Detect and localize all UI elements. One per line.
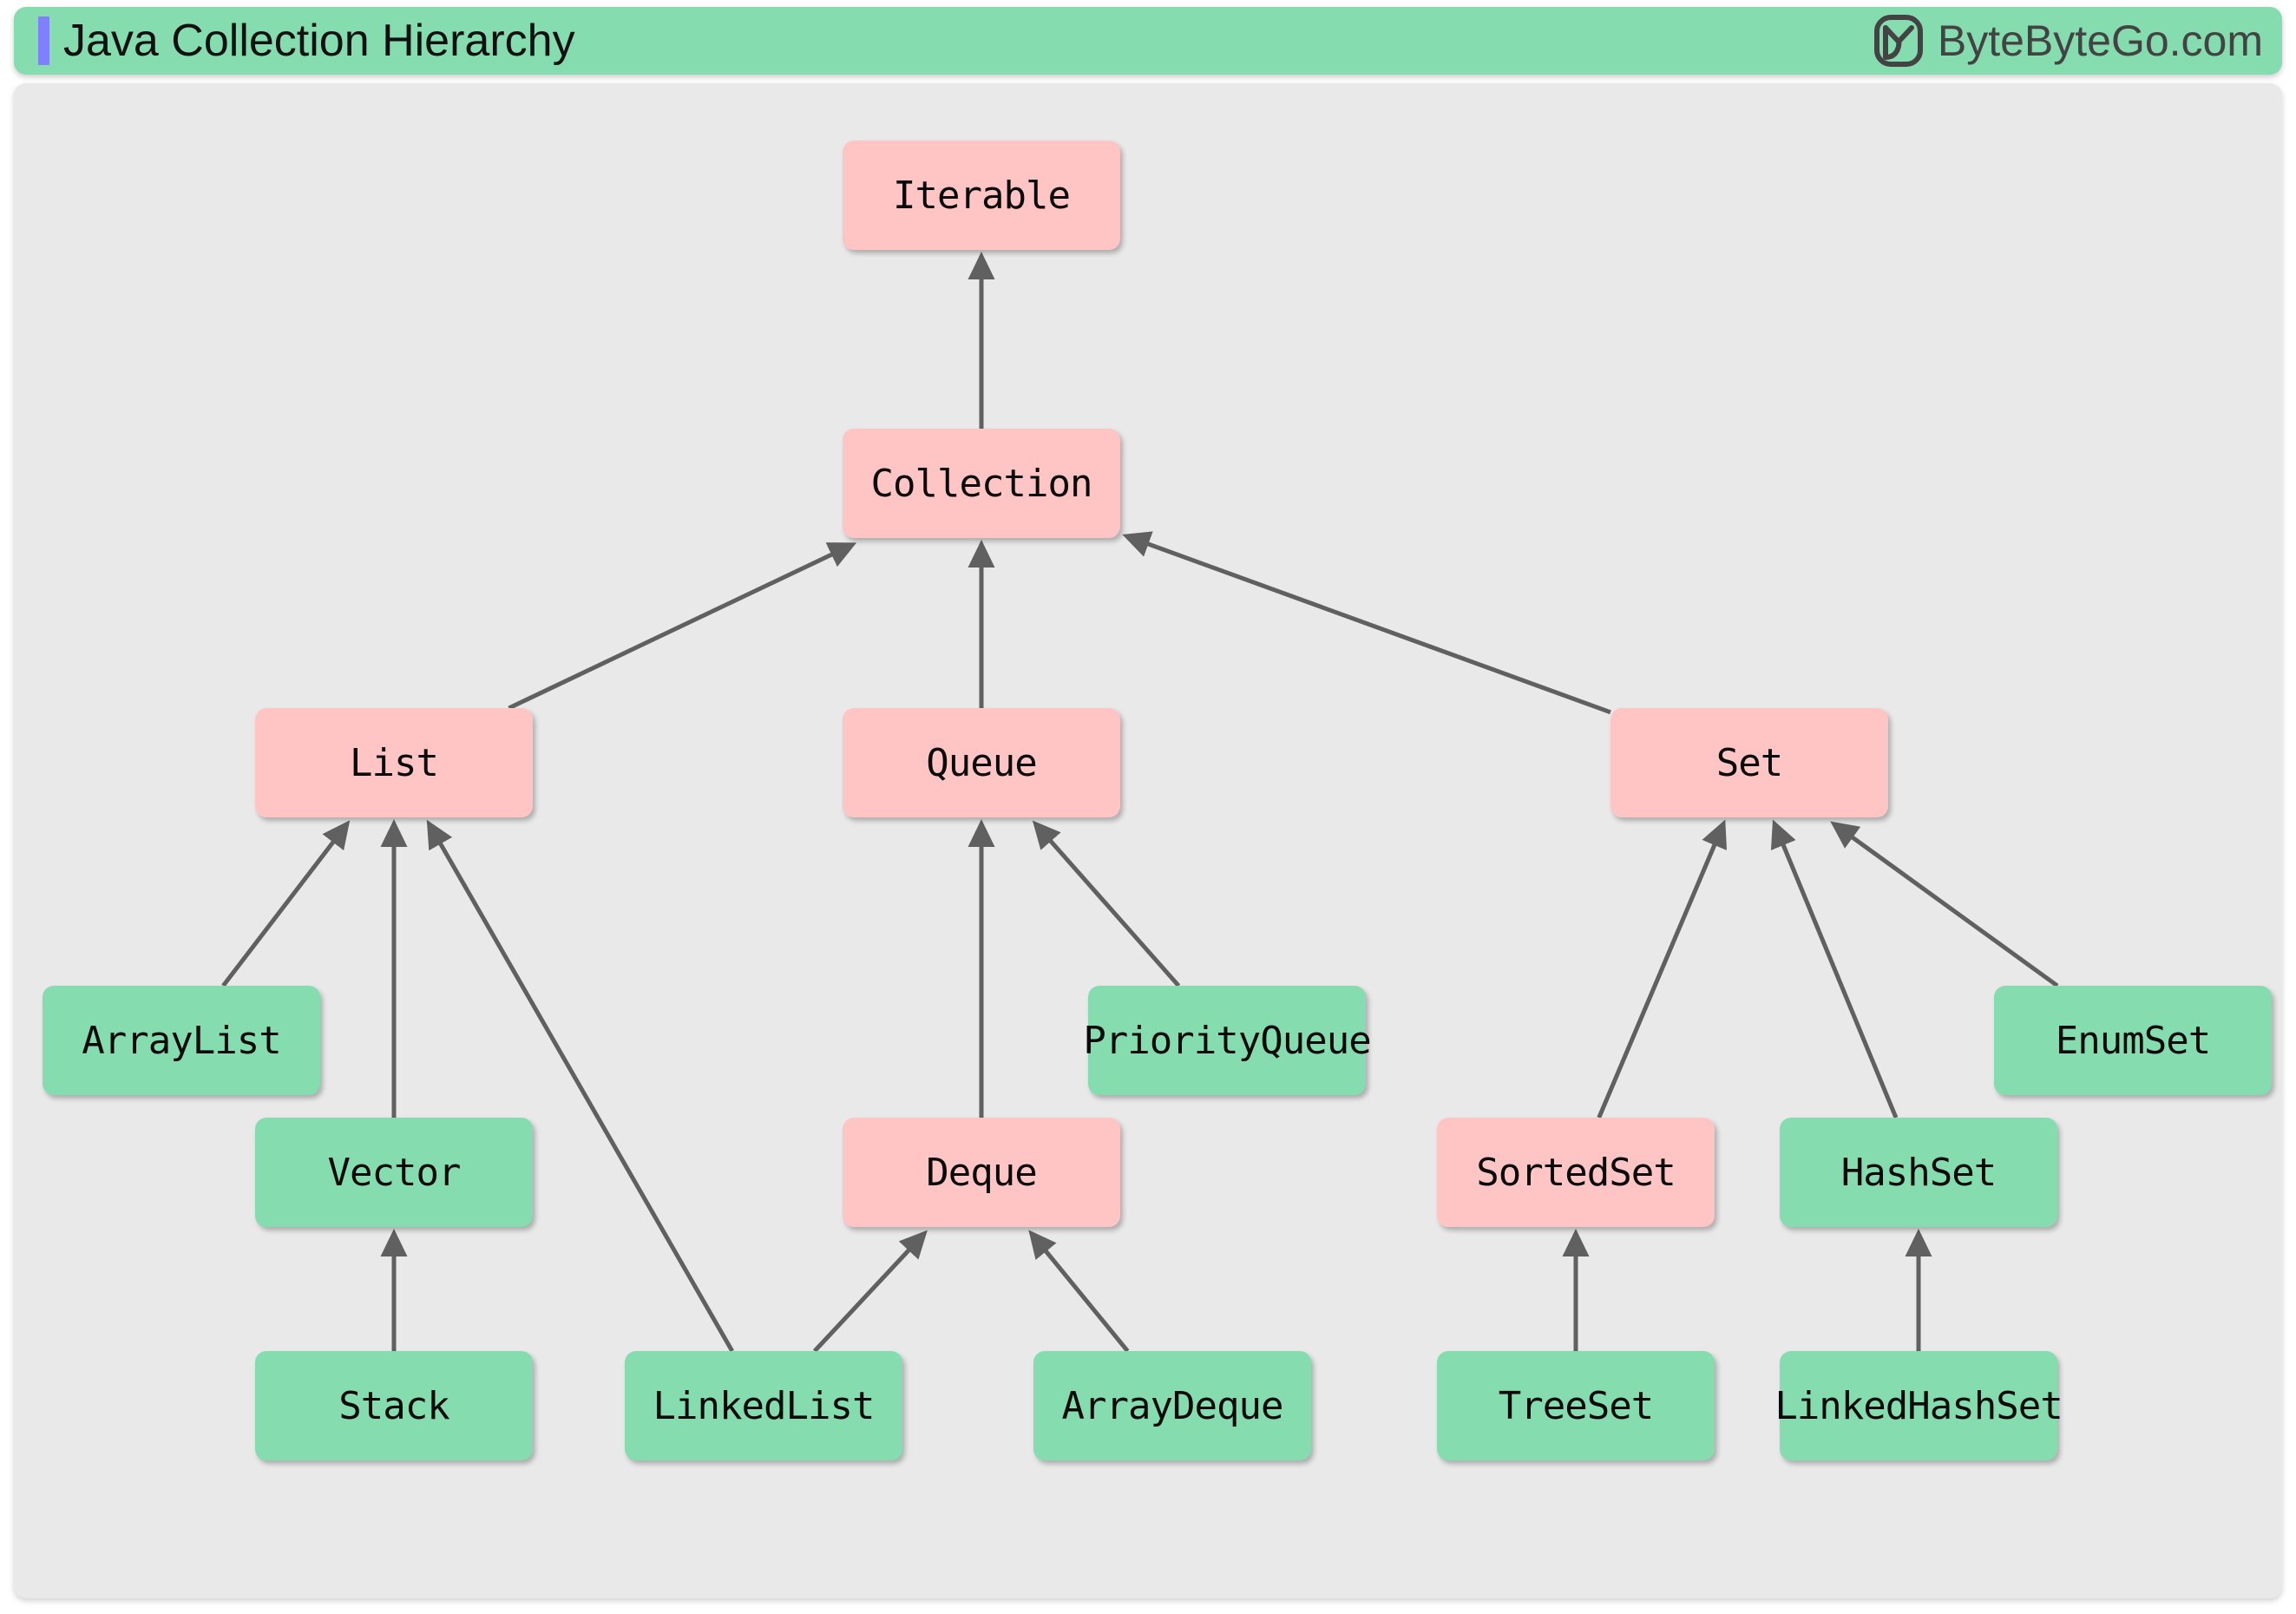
node-label: Iterable xyxy=(893,173,1071,218)
bytebytego-logo-icon xyxy=(1873,15,1923,67)
brand-logo: ByteByteGo.com xyxy=(1873,14,2263,68)
header-bar: Java Collection Hierarchy ByteByteGo.com xyxy=(14,7,2282,75)
node-label: ArrayList xyxy=(82,1018,281,1063)
title-accent-bar xyxy=(38,16,49,65)
node-enumset[interactable]: EnumSet xyxy=(1994,986,2272,1095)
edge-arraylist-to-list xyxy=(221,820,351,987)
node-treeset[interactable]: TreeSet xyxy=(1437,1351,1715,1460)
node-label: TreeSet xyxy=(1498,1383,1654,1428)
node-iterable[interactable]: Iterable xyxy=(843,141,1120,250)
node-deque[interactable]: Deque xyxy=(843,1118,1120,1227)
node-arraydeque[interactable]: ArrayDeque xyxy=(1033,1351,1311,1460)
node-label: Stack xyxy=(338,1383,449,1428)
node-collection[interactable]: Collection xyxy=(843,429,1120,538)
brand-text: ByteByteGo.com xyxy=(1937,16,2263,65)
node-label: Set xyxy=(1715,740,1783,785)
node-linkedhashset[interactable]: LinkedHashSet xyxy=(1774,1351,2063,1460)
node-hashset[interactable]: HashSet xyxy=(1780,1118,2057,1227)
node-label: HashSet xyxy=(1840,1150,1997,1195)
node-sortedset[interactable]: SortedSet xyxy=(1437,1118,1715,1227)
node-label: LinkedHashSet xyxy=(1774,1383,2063,1428)
edge-arraydeque-to-deque xyxy=(1028,1230,1130,1353)
node-label: ArrayDeque xyxy=(1061,1383,1284,1428)
node-label: SortedSet xyxy=(1476,1150,1676,1195)
node-priorityqueue[interactable]: PriorityQueue xyxy=(1083,986,1372,1095)
node-label: Queue xyxy=(926,740,1037,785)
node-label: LinkedList xyxy=(653,1383,876,1428)
node-label: EnumSet xyxy=(2055,1018,2211,1063)
node-list[interactable]: List xyxy=(255,708,533,817)
edge-enumset-to-set xyxy=(1830,821,2059,988)
node-vector[interactable]: Vector xyxy=(255,1118,533,1227)
edge-linkedlist-to-list xyxy=(426,819,734,1353)
node-stack[interactable]: Stack xyxy=(255,1351,533,1460)
edge-list-to-collection xyxy=(508,542,857,711)
node-label: Deque xyxy=(926,1150,1037,1195)
node-set[interactable]: Set xyxy=(1610,708,1888,817)
node-linkedlist[interactable]: LinkedList xyxy=(625,1351,902,1460)
edge-linkedlist-to-deque xyxy=(812,1230,928,1353)
page-title: Java Collection Hierarchy xyxy=(63,16,575,66)
diagram-edges xyxy=(221,251,2059,1353)
node-label: List xyxy=(350,740,439,785)
edge-priorityqueue-to-queue xyxy=(1032,820,1181,987)
node-label: PriorityQueue xyxy=(1083,1018,1371,1063)
edge-sortedset-to-set xyxy=(1597,819,1728,1119)
edge-hashset-to-set xyxy=(1770,819,1899,1119)
node-label: Collection xyxy=(870,461,1093,506)
node-queue[interactable]: Queue xyxy=(843,708,1120,817)
node-arraylist[interactable]: ArrayList xyxy=(43,986,320,1095)
edge-set-to-collection xyxy=(1122,531,1611,715)
node-label: Vector xyxy=(327,1150,462,1195)
